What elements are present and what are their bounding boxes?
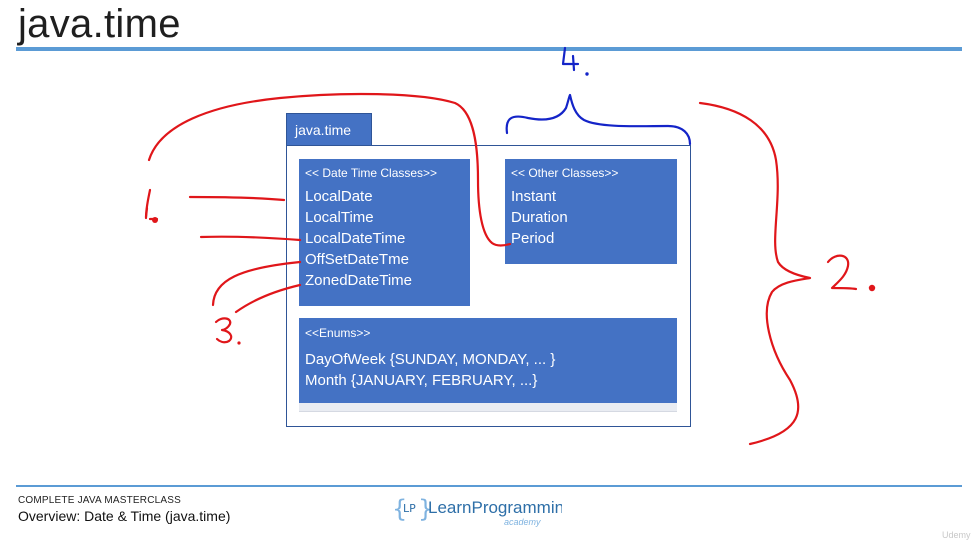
class-item-period: Period [511,230,555,247]
learnprogramming-logo: { LP } LearnProgramming academy [392,495,562,527]
annotation-line-localdate [188,195,286,202]
udemy-watermark: Udemy [942,530,971,540]
annotation-bracket-1 [144,188,152,220]
class-item-localtime: LocalTime [305,209,374,226]
annotation-digit-4 [561,46,580,72]
class-item-localdatetime: LocalDateTime [305,230,406,247]
other-classes-header: << Other Classes>> [511,166,619,180]
date-time-classes-header: << Date Time Classes>> [305,166,438,180]
enum-item-dayofweek: DayOfWeek {SUNDAY, MONDAY, ... } [305,351,556,368]
date-time-classes-box: << Date Time Classes>> LocalDate LocalTi… [299,159,470,306]
class-item-duration: Duration [511,209,568,226]
class-item-zoneddatetime: ZonedDateTime [305,272,412,289]
annotation-dot-2 [868,284,876,292]
title-divider [16,47,962,51]
class-item-localdate: LocalDate [305,188,373,205]
annotation-brace-2 [698,101,812,446]
annotation-dot-3 [237,341,241,345]
enums-box: <<Enums>> DayOfWeek {SUNDAY, MONDAY, ...… [299,318,677,403]
annotation-digit-2 [826,254,858,291]
footer-course-name: COMPLETE JAVA MASTERCLASS [18,495,182,506]
footer-slide-subtitle: Overview: Date & Time (java.time) [18,508,231,524]
logo-mark: LP [403,502,416,515]
logo-right-brace: } [418,495,433,523]
annotation-brace-4 [505,93,692,146]
annotation-digit-1 [144,206,159,221]
annotation-digit-3 [214,317,233,344]
logo-left-brace: { [392,495,407,523]
footer-divider [16,485,962,487]
annotation-dot-4 [585,72,589,76]
other-classes-box: << Other Classes>> Instant Duration Peri… [505,159,677,264]
enums-header: <<Enums>> [305,326,371,340]
enum-item-month: Month {JANUARY, FEBRUARY, ...} [305,372,538,389]
enums-box-footer-strip [299,403,677,412]
class-item-offsetdatetime: OffSetDateTme [305,251,409,268]
logo-subtext: academy [504,517,541,527]
slide-title: java.time [18,2,181,46]
class-item-instant: Instant [511,188,557,205]
logo-text: LearnProgramming [428,498,562,517]
annotation-dot-1 [152,217,158,223]
package-tab-label: java.time [286,113,372,146]
